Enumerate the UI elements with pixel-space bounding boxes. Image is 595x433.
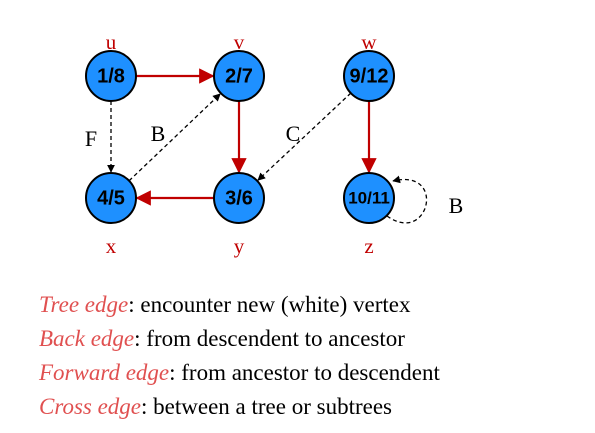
legend-item-cross-edge: Cross edge: between a tree or subtrees [39,390,579,424]
legend-description: : encounter new (white) vertex [128,292,411,317]
vertex-x-times: 4/5 [97,187,125,209]
legend-term: Back edge [39,326,135,351]
legend-description: : between a tree or subtrees [141,394,392,419]
vertex-y-node [213,172,265,224]
back-edge-x-v [128,93,221,182]
edges-layer: F B C B [85,68,464,224]
dfs-graph-diagram: F B C B 1/8 u 2/7 v 9/12 w 4/5 x 3/6 y 10/11 z [85,30,464,258]
vertex-z-times: 10/11 [348,188,390,207]
vertex-x-node [85,172,137,224]
legend-term: Tree edge [39,292,129,317]
nodes-layer: 1/8 u 2/7 v 9/12 w 4/5 x 3/6 y 10/11 z [85,30,395,258]
edge-label-u-x: F [85,126,97,151]
edge-label-z-z: B [449,193,464,218]
edge-label-w-y: C [286,121,301,146]
vertex-w-node [343,50,395,102]
vertex-x-label: x [106,234,117,258]
vertex-y-times: 3/6 [225,187,253,209]
edge-label-x-v: B [151,121,166,146]
vertex-w-times: 9/12 [350,65,389,87]
legend-item-tree-edge: Tree edge: encounter new (white) vertex [39,288,579,322]
vertex-z-label: z [364,234,373,258]
legend-item-forward-edge: Forward edge: from ancestor to descenden… [39,356,579,390]
vertex-u-node [85,50,137,102]
legend-term: Forward edge [39,360,170,385]
back-edge-z-z [386,175,428,224]
vertex-w-label: w [361,30,377,54]
vertex-v-label: v [234,30,245,54]
vertex-v-node [213,50,265,102]
cross-edge-w-y [257,92,352,181]
vertex-y-label: y [234,234,245,258]
legend-description: : from ancestor to descendent [169,360,440,385]
legend-item-back-edge: Back edge: from descendent to ancestor [39,322,579,356]
legend-term: Cross edge [39,394,142,419]
legend-description: : from descendent to ancestor [134,326,405,351]
edge-type-legend: Tree edge: encounter new (white) vertex … [39,288,579,424]
vertex-u-times: 1/8 [97,65,125,87]
vertex-u-label: u [106,30,117,54]
vertex-z-node [343,172,395,224]
vertex-v-times: 2/7 [225,65,253,87]
